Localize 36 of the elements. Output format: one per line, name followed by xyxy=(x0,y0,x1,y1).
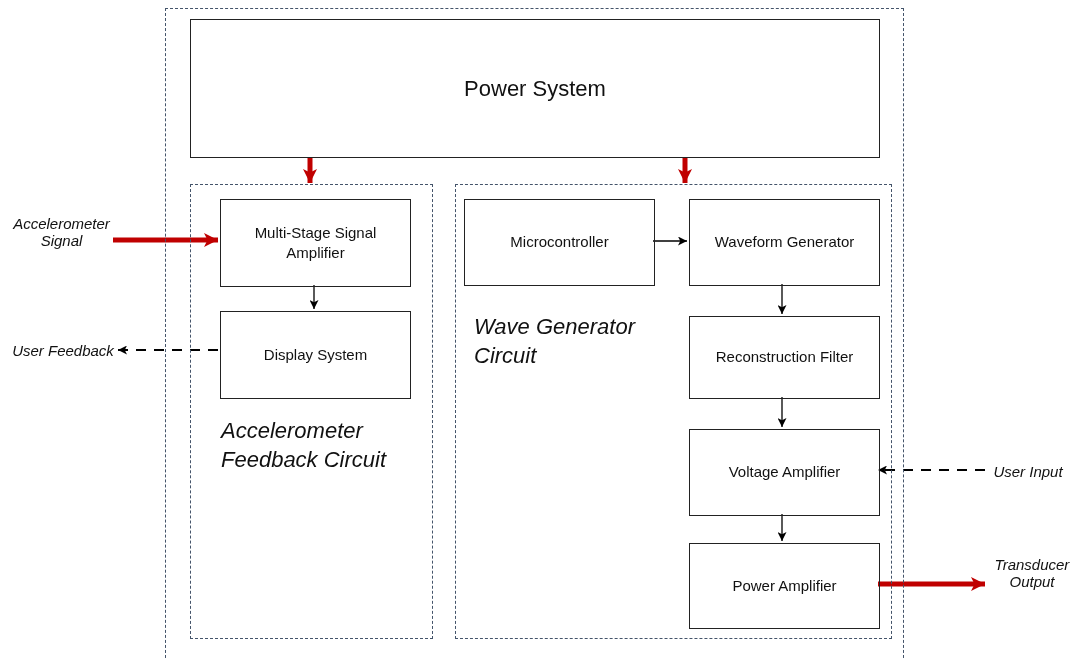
arrow xyxy=(113,233,218,247)
arrow xyxy=(652,236,688,246)
arrow xyxy=(777,396,787,428)
arrow xyxy=(117,345,219,355)
process-box xyxy=(220,311,411,399)
signal-label: User Feedback xyxy=(8,339,118,361)
process-box xyxy=(689,543,880,629)
block-label: Reconstruction Filter xyxy=(714,347,855,368)
arrow xyxy=(777,513,787,542)
signal-label: User Input xyxy=(985,460,1071,482)
arrow xyxy=(777,283,787,315)
circuit-group xyxy=(190,184,433,639)
block-label: Microcontroller xyxy=(509,232,610,253)
arrow xyxy=(678,157,692,183)
block-label: Multi-Stage Signal Amplifier xyxy=(253,222,378,263)
block-label: Waveform Generator xyxy=(713,232,856,253)
block-label: Voltage Amplifier xyxy=(727,462,842,483)
arrow xyxy=(878,577,985,591)
group-title: Accelerometer Feedback Circuit xyxy=(221,417,388,474)
process-box xyxy=(689,429,880,516)
circuit-group xyxy=(455,184,892,639)
block-label: Display System xyxy=(262,344,369,365)
block-label: Power System xyxy=(463,74,607,103)
outer-boundary xyxy=(165,8,904,659)
signal-label: Accelerometer Signal xyxy=(10,206,113,258)
process-box xyxy=(689,199,880,286)
block-label: Power Amplifier xyxy=(731,575,838,596)
process-box xyxy=(220,199,411,287)
process-box xyxy=(689,316,880,399)
arrow xyxy=(309,284,319,310)
power-system-block xyxy=(190,19,880,158)
process-box xyxy=(464,199,655,286)
arrow xyxy=(877,465,986,475)
arrow xyxy=(303,157,317,183)
group-title: Wave Generator Circuit xyxy=(474,313,637,370)
signal-label: Transducer Output xyxy=(985,550,1073,596)
